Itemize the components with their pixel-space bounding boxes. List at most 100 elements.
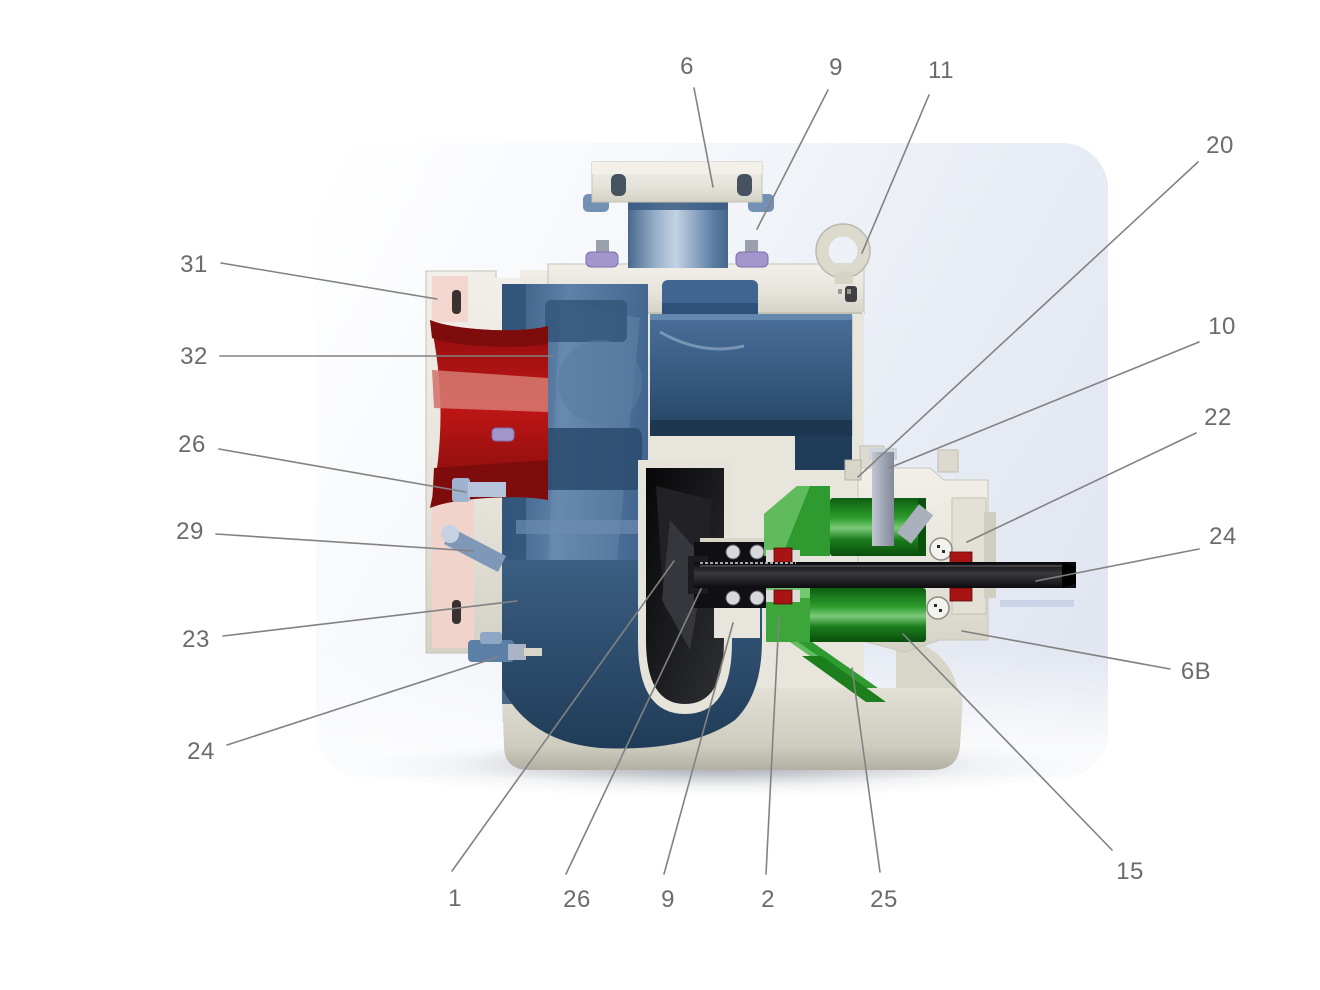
frame-bolt — [844, 459, 862, 481]
lavender-bolt — [585, 251, 619, 268]
discharge-chamber — [650, 280, 852, 470]
lip-seal-red — [773, 589, 793, 605]
flange-bolt-hole — [611, 174, 626, 196]
discharge-flange-top — [592, 162, 762, 174]
part-label-25: 25 — [870, 886, 898, 913]
vent-plug — [872, 452, 894, 546]
pump-cross-section-illustration — [425, 161, 1076, 770]
frame-fittings — [844, 448, 934, 546]
bearing-detail — [939, 609, 942, 612]
leader-2 — [765, 616, 780, 875]
discharge-branch — [583, 161, 774, 268]
interior-rib — [516, 520, 646, 534]
ball-bearing-lower — [926, 596, 950, 620]
inlet-bore — [430, 320, 548, 508]
lip-seal-red — [773, 547, 793, 563]
leader-25 — [851, 667, 881, 873]
part-label-11: 11 — [928, 57, 954, 84]
cavity-tail — [795, 436, 852, 470]
leader-20 — [857, 161, 1199, 478]
leader-26-left — [218, 448, 467, 493]
stud — [596, 240, 609, 253]
inlet-highlight-band — [432, 370, 548, 412]
leader-9-bottom — [663, 622, 734, 875]
part-label-31: 31 — [180, 251, 208, 278]
part-label-24-right: 24 — [1209, 523, 1237, 550]
seal-spacer — [766, 590, 774, 602]
leader-24-right — [1035, 548, 1200, 582]
lifting-eye-bolt — [815, 223, 871, 279]
eye-bolt-base — [835, 272, 853, 284]
leader-10 — [888, 341, 1200, 469]
support-leg — [802, 656, 886, 702]
drain-valve-stem — [524, 648, 542, 656]
leader-6-top — [693, 87, 714, 188]
drain-handle — [444, 528, 506, 572]
seal-bellow — [749, 590, 765, 606]
part-label-24-left: 24 — [187, 738, 215, 765]
flange-bolt-slot — [452, 600, 461, 624]
leader-11 — [861, 94, 930, 254]
part-label-9-bottom: 9 — [661, 886, 675, 913]
seal-bellow — [725, 544, 741, 560]
frame-top-boss — [937, 449, 959, 473]
casing-bolt-shank — [468, 482, 506, 497]
part-label-1: 1 — [448, 885, 462, 912]
seal-bellow — [749, 544, 765, 560]
part-label-23: 23 — [182, 626, 210, 653]
bearing-detail — [937, 545, 940, 548]
interior-boss — [558, 340, 642, 424]
part-label-26-left: 26 — [178, 431, 206, 458]
part-label-26-bottom: 26 — [563, 886, 591, 913]
leader-26-bottom — [565, 588, 702, 875]
seal-spacer — [766, 550, 774, 562]
leader-22 — [966, 432, 1197, 543]
impeller-assembly — [638, 460, 740, 714]
inlet-top-lip — [430, 320, 548, 347]
left-fittings — [441, 427, 542, 662]
ball-bearing-upper — [929, 537, 953, 561]
bearing-detail — [934, 604, 937, 607]
part-label-9-top: 9 — [829, 54, 843, 81]
drain-valve-body — [468, 640, 514, 662]
interior-rib — [545, 300, 627, 342]
part-label-22: 22 — [1204, 404, 1232, 431]
seal-spacer — [792, 590, 800, 602]
part-label-6-top: 6 — [680, 53, 694, 80]
part-label-2: 2 — [761, 886, 775, 913]
leader-6B — [961, 630, 1171, 670]
eye-bolt-dot — [838, 289, 842, 294]
bearing-detail — [942, 550, 945, 553]
bearings-and-seals — [766, 537, 973, 620]
part-label-32: 32 — [180, 343, 208, 370]
lavender-bolt — [491, 427, 515, 442]
casing-bolt-head — [452, 478, 470, 502]
part-label-15: 15 — [1116, 858, 1144, 885]
leader-9-top — [756, 89, 829, 230]
leader-15 — [902, 633, 1113, 851]
seal-bellow — [725, 590, 741, 606]
eye-bolt-dot — [847, 289, 851, 294]
flange-bolt-slot — [452, 290, 461, 314]
lip-seal-red — [949, 587, 973, 602]
suction-flange-face-top — [432, 276, 468, 322]
leader-31 — [220, 262, 438, 300]
leader-lines — [215, 87, 1200, 875]
shaft-key — [1000, 600, 1074, 607]
mechanical-seal — [694, 542, 786, 608]
leader-29 — [215, 533, 474, 552]
cavity-reflection — [659, 330, 745, 351]
drain-valve-top — [480, 632, 502, 644]
pump-shaft — [688, 556, 1076, 607]
leader-23 — [222, 600, 518, 637]
lavender-bolt — [735, 251, 769, 268]
part-label-29: 29 — [176, 518, 204, 545]
interior-rib — [540, 428, 642, 490]
angled-plug — [896, 504, 934, 544]
leader-24-left — [226, 656, 499, 746]
part-label-10: 10 — [1208, 313, 1236, 340]
oil-housing-wedge-light — [764, 486, 810, 556]
discharge-cavity — [650, 314, 852, 436]
seal-spacer — [792, 550, 800, 562]
casing-foot-right — [896, 636, 961, 716]
